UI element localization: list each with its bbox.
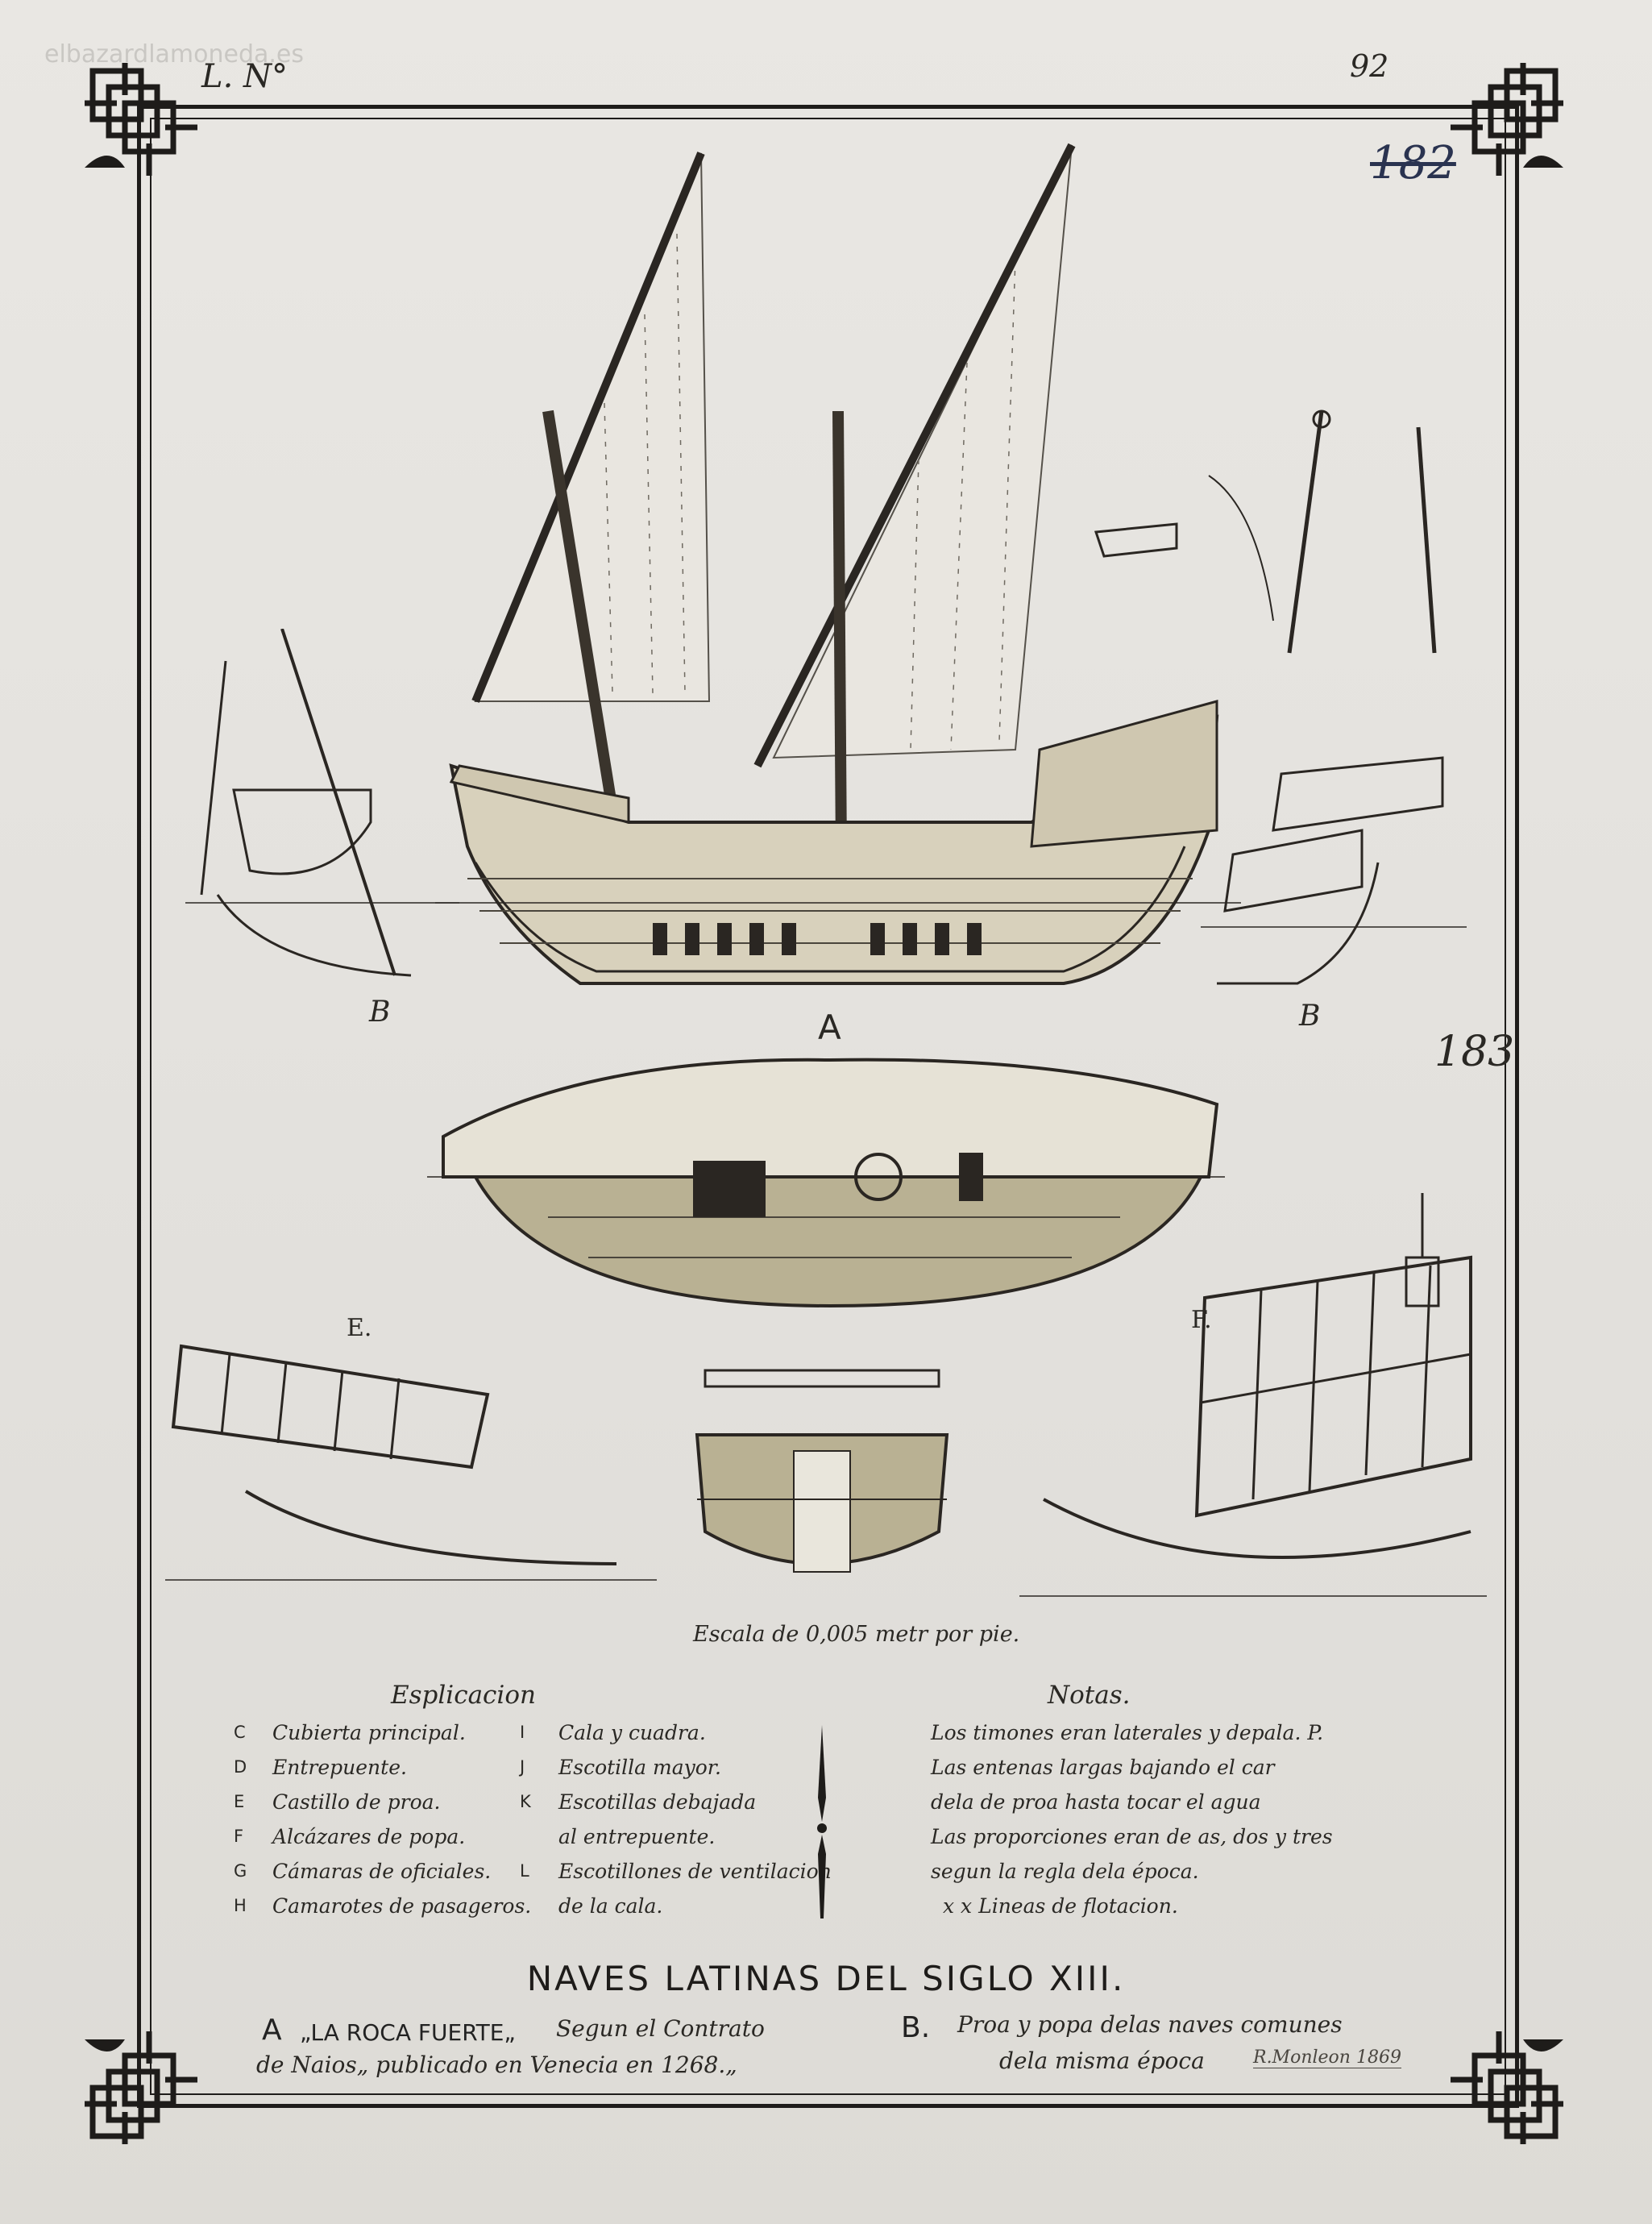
rigging-detail-drawing	[1094, 409, 1437, 654]
corner-ornament-top-left	[77, 55, 205, 184]
figure-label-e: E.	[347, 1314, 372, 1342]
crossed-page-number: 182	[1370, 137, 1456, 189]
nota-line: Las entenas largas bajando el car	[931, 1756, 1275, 1779]
caption-b-line2: dela misma época	[999, 2047, 1205, 2074]
divider-ornament	[817, 1725, 827, 1918]
nota-line: segun la regla dela época.	[931, 1860, 1199, 1883]
nota-line: Las proporciones eran de as, dos y tres	[931, 1825, 1333, 1848]
explicacion-heading: Esplicacion	[391, 1681, 536, 1710]
forecastle-detail-e-drawing	[165, 1344, 657, 1581]
figure-label-a: A	[818, 1008, 841, 1047]
scale-note: Escala de 0,005 metr por pie.	[693, 1622, 1020, 1647]
sterncastle-detail-f-drawing	[1019, 1193, 1487, 1597]
deck-plan-drawing	[427, 1058, 1225, 1308]
nota-line: Los timones eran laterales y depala. P.	[931, 1721, 1324, 1744]
stern-detail-b-right-drawing	[1201, 756, 1467, 985]
caption-a-line1: Segun el Contrato	[556, 2015, 765, 2042]
bow-detail-b-left-drawing	[185, 629, 459, 977]
outer-frame-border	[137, 105, 1519, 2108]
explicacion-item: al entrepuente.	[558, 1825, 716, 1848]
notas-heading: Notas.	[1048, 1681, 1131, 1710]
page-number: 92	[1350, 48, 1389, 84]
nota-line: dela de proa hasta tocar el agua	[931, 1790, 1261, 1814]
plate-title: NAVES LATINAS DEL SIGLO XIII.	[526, 1959, 1126, 1998]
cross-section-drawing	[695, 1369, 949, 1573]
caption-a-name: „LA ROCA FUERTE„	[300, 2019, 516, 2046]
watermark: elbazardlamoneda.es	[44, 40, 305, 69]
nota-line: x x Lineas de flotacion.	[943, 1894, 1178, 1918]
side-page-number: 183	[1434, 1028, 1515, 1076]
inner-frame-border	[150, 118, 1506, 2095]
notas-column: Los timones eran laterales y depala. P. …	[931, 1715, 1333, 1923]
explicacion-item: de la cala.	[558, 1894, 663, 1918]
ship-a-elevation-drawing	[435, 143, 1241, 985]
caption-a-letter: A	[262, 2014, 282, 2047]
caption-b-line1: Proa y popa delas naves comunes	[957, 2011, 1343, 2038]
sheet-reference: L. N°	[201, 58, 288, 95]
caption-a-line2: de Naios„ publicado en Venecia en 1268.„	[256, 2051, 737, 2078]
figure-label-b-right: B	[1299, 1000, 1321, 1033]
corner-ornament-bottom-left	[77, 2023, 205, 2152]
figure-label-b-left: B	[369, 996, 391, 1029]
corner-ornament-top-right	[1442, 55, 1571, 184]
corner-ornament-bottom-right	[1442, 2023, 1571, 2152]
caption-b-letter: B.	[901, 2011, 931, 2044]
signature: R.Monleon 1869	[1253, 2047, 1401, 2068]
figure-label-f: F.	[1191, 1306, 1212, 1334]
